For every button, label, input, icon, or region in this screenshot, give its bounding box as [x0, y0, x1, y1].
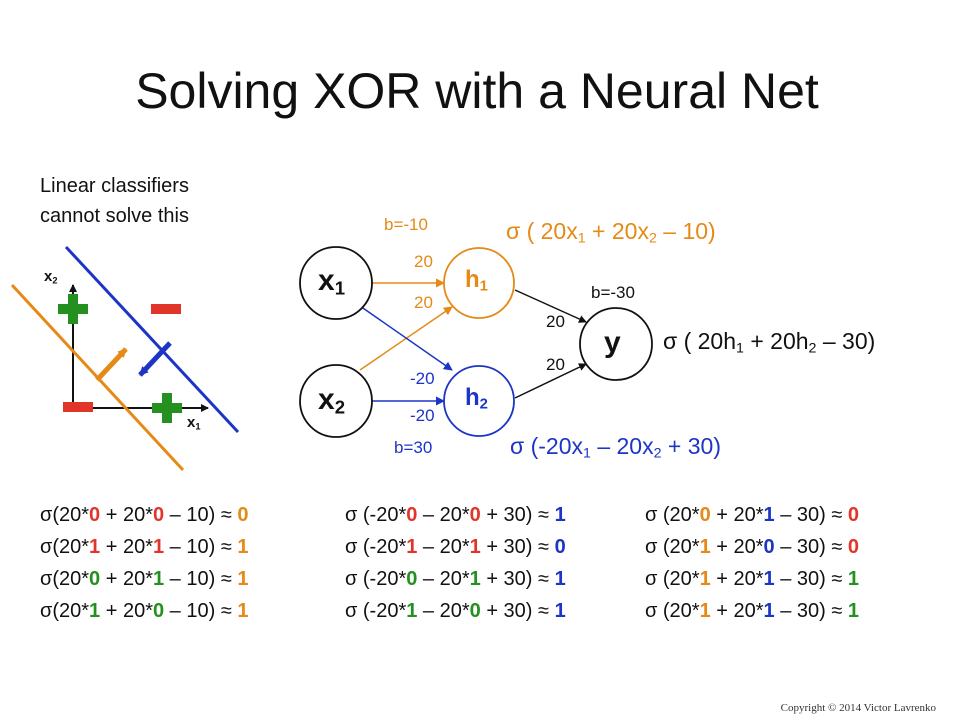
weight-h2-y: 20 [546, 355, 565, 374]
equation-row: σ (20*1 + 20*0 – 30) ≈ 0 [645, 536, 860, 558]
weight-x1-h1: 20 [414, 252, 433, 271]
equation-row: σ (20*1 + 20*1 – 30) ≈ 1 [645, 568, 860, 590]
slide-title: Solving XOR with a Neural Net [135, 63, 819, 119]
equation-row: σ (-20*0 – 20*0 + 30) ≈ 1 [345, 504, 566, 526]
node-x1 [299, 246, 373, 320]
equation-row: σ (-20*1 – 20*0 + 30) ≈ 1 [345, 600, 566, 622]
node-h2-label: h2 [465, 384, 488, 413]
y-bias: b=-30 [591, 283, 635, 302]
orange-normal-arrow [95, 347, 128, 382]
weight-x2-h1: 20 [414, 293, 433, 312]
plot-x-label: x1 [187, 414, 201, 432]
h1-bias: b=-10 [384, 215, 428, 234]
equation-row: σ(20*0 + 20*1 – 10) ≈ 1 [40, 568, 249, 590]
equation-row: σ(20*1 + 20*0 – 10) ≈ 1 [40, 600, 249, 622]
node-h1-label: h1 [465, 266, 488, 295]
h1-formula: σ ( 20x1 + 20x2 – 10) [506, 218, 716, 247]
node-y-label: y [604, 326, 621, 359]
edge-x1-h2 [359, 305, 453, 371]
blue-normal-arrow [138, 341, 172, 377]
node-x1-label: x1 [318, 264, 346, 299]
equation-row: σ(20*1 + 20*1 – 10) ≈ 1 [40, 536, 249, 558]
copyright-notice: Copyright © 2014 Victor Lavrenko [780, 702, 936, 714]
edge-h1-y [514, 289, 587, 323]
minus-marker [63, 402, 93, 412]
note-line-1: Linear classifiers [40, 175, 189, 197]
node-h1 [443, 247, 515, 319]
blue-decision-line [64, 245, 240, 434]
weight-h1-y: 20 [546, 312, 565, 331]
node-x2 [299, 364, 373, 438]
equation-row: σ (20*1 + 20*1 – 30) ≈ 1 [645, 600, 860, 622]
plus-marker [152, 393, 182, 423]
equation-row: σ (-20*1 – 20*1 + 30) ≈ 0 [345, 536, 566, 558]
equation-row: σ (20*0 + 20*1 – 30) ≈ 0 [645, 504, 860, 526]
minus-marker [151, 304, 181, 314]
weight-x2-h2: -20 [410, 406, 435, 425]
equation-row: σ(20*0 + 20*0 – 10) ≈ 0 [40, 504, 249, 526]
edge-h2-y [514, 363, 587, 399]
plus-marker [58, 294, 88, 324]
h2-bias: b=30 [394, 438, 433, 457]
node-y [579, 307, 653, 381]
note-line-2: cannot solve this [40, 205, 189, 227]
h2-formula: σ (-20x1 – 20x2 + 30) [510, 433, 721, 462]
y-formula: σ ( 20h1 + 20h2 – 30) [663, 328, 876, 357]
node-x2-label: x2 [318, 383, 346, 418]
node-h2 [443, 365, 515, 437]
plot-y-label: x2 [44, 268, 58, 286]
weight-x1-h2: -20 [410, 369, 435, 388]
equation-row: σ (-20*0 – 20*1 + 30) ≈ 1 [345, 568, 566, 590]
